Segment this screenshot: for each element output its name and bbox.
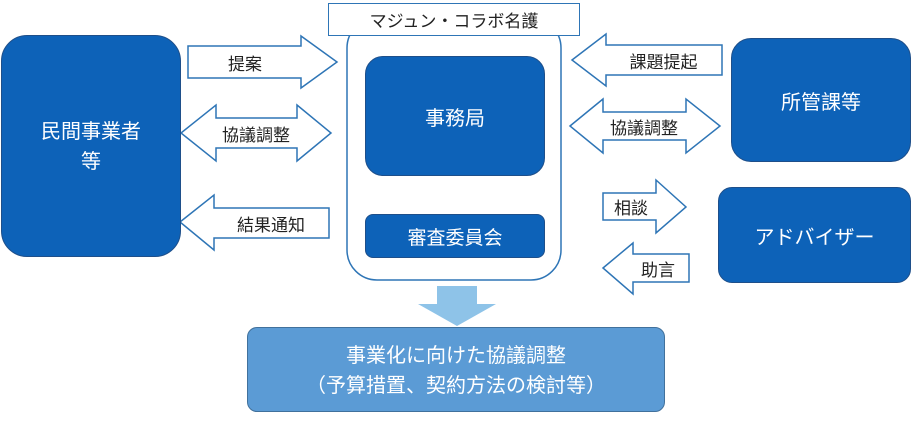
proposal-arrow: [187, 34, 339, 90]
outcome-line2: （予算措置、契約方法の検討等）: [306, 372, 606, 397]
advisor-label: アドバイザー: [754, 224, 875, 249]
result-notice-arrow: [178, 193, 330, 252]
office-label: 事務局: [425, 105, 485, 130]
committee-box: 審査委員会: [365, 214, 545, 258]
department-label: 所管課等: [781, 89, 861, 114]
advice-arrow: [601, 241, 690, 296]
private-operator-line1: 民間事業者: [41, 119, 141, 143]
outcome-box: 事業化に向けた協議調整 （予算措置、契約方法の検討等）: [247, 327, 665, 412]
down-arrow: [418, 286, 496, 326]
center-title: マジュン・コラボ名護: [328, 3, 580, 36]
left-consultation-double-arrow: [179, 103, 333, 163]
department-box: 所管課等: [731, 38, 911, 162]
outcome-line1: 事業化に向けた協議調整: [346, 342, 566, 367]
consult-arrow: [602, 178, 688, 235]
office-box: 事務局: [365, 56, 545, 176]
private-operator-box: 民間事業者 等: [1, 35, 181, 257]
committee-label: 審査委員会: [407, 226, 503, 249]
private-operator-line2: 等: [81, 149, 101, 173]
advisor-box: アドバイザー: [718, 187, 911, 283]
issue-arrow: [570, 32, 723, 88]
right-consultation-double-arrow: [568, 97, 722, 155]
